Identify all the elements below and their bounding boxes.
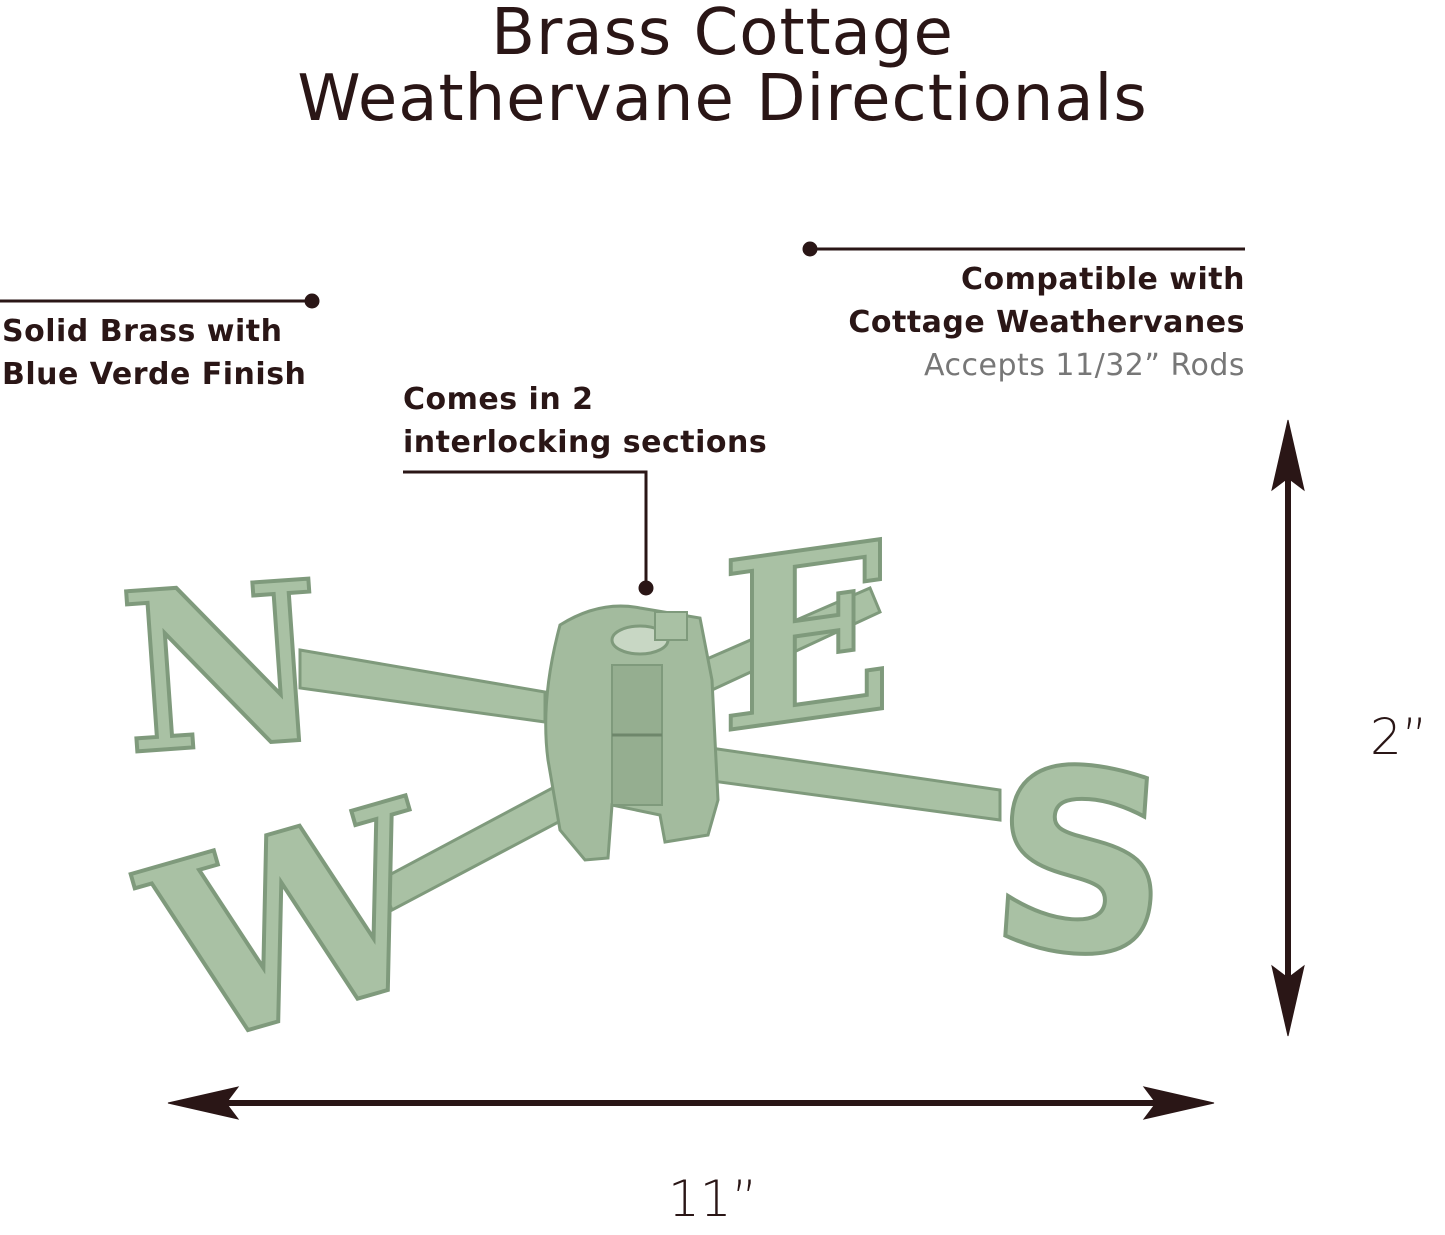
callout-lines: [0, 241, 1245, 596]
compat-callout: Compatible with Cottage Weathervanes Acc…: [848, 258, 1245, 387]
title-line-2: Weathervane Directionals: [297, 62, 1148, 136]
height-dimension-label: 2”: [1370, 708, 1428, 766]
height-dimension-arrow: [1271, 419, 1305, 1037]
width-dimension-arrow: [167, 1086, 1215, 1120]
letter-north: N: [113, 531, 332, 803]
letter-east: E: [720, 489, 894, 787]
letter-south: S: [981, 712, 1181, 1015]
material-line-1: Solid Brass with: [2, 314, 283, 349]
compat-sub: Accepts 11/32” Rods: [924, 348, 1245, 383]
width-dimension-label: 11”: [668, 1170, 758, 1228]
page-title: Brass Cottage Weathervane Directionals: [0, 0, 1445, 132]
compat-leader-dot: [802, 241, 818, 257]
sections-line-1: Comes in 2: [403, 382, 594, 417]
material-callout: Solid Brass with Blue Verde Finish: [2, 310, 306, 396]
sections-leader-line: [403, 470, 648, 588]
north-arm: [298, 648, 547, 724]
sections-callout: Comes in 2 interlocking sections: [403, 378, 767, 464]
material-line-2: Blue Verde Finish: [2, 357, 307, 392]
title-line-1: Brass Cottage: [491, 0, 954, 70]
material-leader-dot: [304, 293, 320, 309]
compat-line-2: Cottage Weathervanes: [848, 305, 1245, 340]
sections-leader-dot: [638, 580, 654, 596]
sections-line-2: interlocking sections: [403, 425, 768, 460]
compat-line-1: Compatible with: [961, 262, 1245, 297]
hub-tab: [654, 611, 688, 641]
